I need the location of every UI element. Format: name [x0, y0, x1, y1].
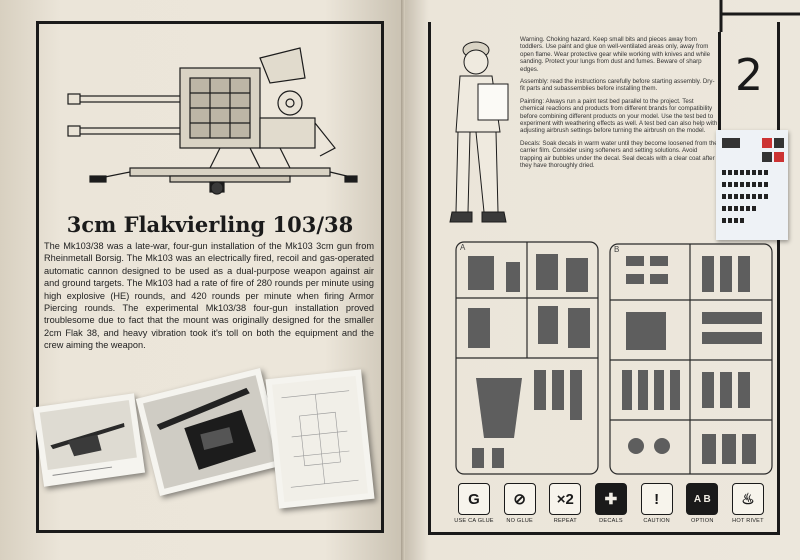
legend-item-hot-rivet: ♨ HOT RIVET — [726, 483, 770, 535]
left-page-frame — [36, 21, 384, 533]
legend-item-decals: ✚ DECALS — [589, 483, 633, 535]
legend-label: OPTION — [690, 518, 714, 524]
ca-glue-icon: G — [458, 483, 490, 515]
legend-label: USE CA GLUE — [454, 518, 494, 524]
sprue-a: A — [455, 241, 599, 475]
legend-label: HOT RIVET — [732, 518, 764, 524]
legend-label: REPEAT — [553, 518, 577, 524]
decals-paragraph: Decals: Soak decals in warm water until … — [520, 139, 718, 170]
modeler-figure — [449, 41, 509, 223]
sprue-b: B — [609, 243, 773, 475]
legend-label: DECALS — [599, 518, 623, 524]
legend-item-repeat: ×2 REPEAT — [543, 483, 587, 535]
legend-icons: G USE CA GLUE ⊘ NO GLUE ×2 REPEAT ✚ DECA… — [452, 483, 782, 535]
legend-label: CAUTION — [643, 518, 670, 524]
decal-sheet — [716, 130, 788, 240]
right-page-frame — [428, 22, 780, 535]
flakvierling-drawing — [67, 47, 358, 195]
option-icon: A B — [686, 483, 719, 515]
reference-photo-3 — [265, 369, 375, 509]
legend-item-caution: ! CAUTION — [635, 483, 679, 535]
step-number: 2 — [735, 50, 763, 101]
sprue-a-label: A — [460, 243, 466, 252]
instructions-text: Warning. Choking hazard. Keep small bits… — [520, 36, 718, 175]
history-paragraph: The Mk103/38 was a late-war, four-gun in… — [44, 241, 374, 351]
hot-rivet-icon: ♨ — [731, 483, 764, 515]
page-title: 3cm Flakvierling 103/38 — [66, 212, 354, 237]
legend-item-no-glue: ⊘ NO GLUE — [498, 483, 542, 535]
no-glue-icon: ⊘ — [503, 483, 536, 515]
assembly-paragraph: Assembly: read the instructions carefull… — [520, 78, 715, 93]
caution-icon: ! — [640, 483, 673, 515]
repeat-icon: ×2 — [549, 483, 582, 515]
reference-photo-1 — [32, 393, 146, 487]
legend-item-ca-glue: G USE CA GLUE — [452, 483, 496, 535]
decals-icon: ✚ — [594, 483, 627, 515]
sprue-b-label: B — [614, 245, 619, 254]
corner-lines — [719, 0, 800, 32]
legend-label: NO GLUE — [506, 518, 533, 524]
reference-photo-2 — [135, 368, 285, 496]
legend-item-option: A B OPTION — [680, 483, 724, 535]
painting-paragraph: Painting: Always run a paint test bed pa… — [520, 97, 718, 135]
warning-paragraph: Warning. Choking hazard. Keep small bits… — [520, 36, 711, 73]
